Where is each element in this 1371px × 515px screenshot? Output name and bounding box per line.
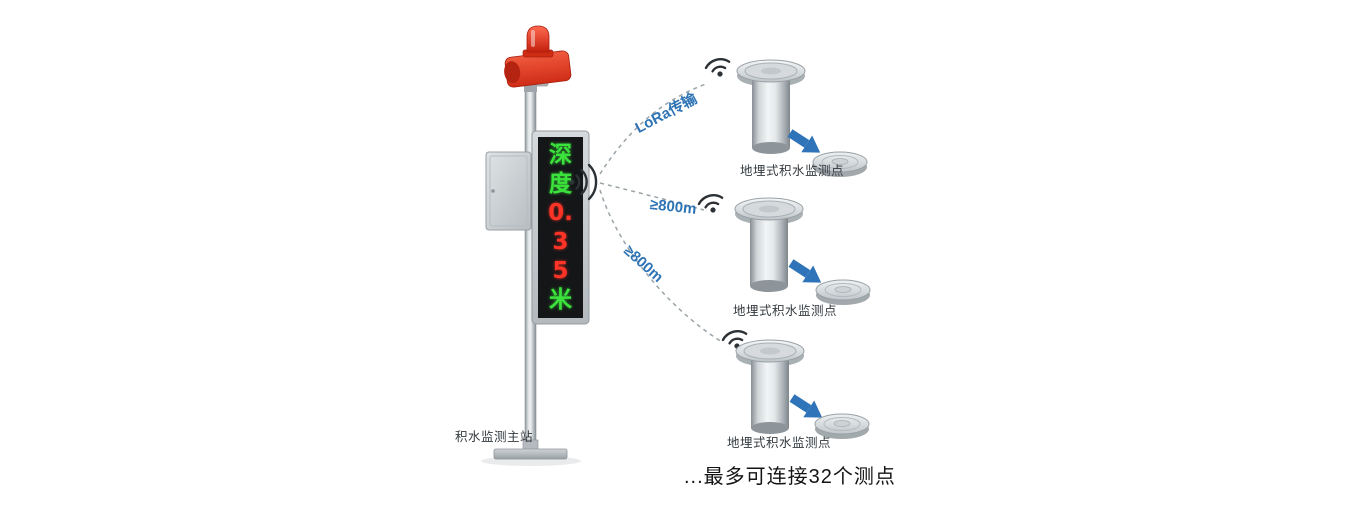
lora-link-curve-2 — [599, 182, 705, 211]
display-char-4: 3 — [552, 229, 569, 255]
lora-emitter-icon — [568, 163, 598, 201]
display-char-6: 米 — [549, 287, 572, 313]
sensor-2-label: 地埋式积水监测点 — [733, 304, 838, 318]
display-char-2: 度 — [549, 171, 572, 197]
sensor-2-wifi-icon — [696, 191, 727, 217]
lora-link-curve-1 — [599, 83, 707, 175]
beacon-highlight — [531, 30, 535, 47]
station-pole — [493, 81, 568, 460]
buried-sensor-3 — [735, 339, 805, 435]
display-char-1: 深 — [549, 142, 572, 168]
footer-note: ...最多可连接32个测点 — [684, 466, 896, 488]
display-char-5: 5 — [552, 258, 569, 284]
display-screen — [538, 137, 583, 318]
buried-sensor-2 — [734, 197, 804, 293]
beacon-dome — [526, 25, 550, 53]
control-box — [485, 151, 532, 231]
sensor-3-label: 地埋式积水监测点 — [727, 436, 832, 450]
led-display-panel — [531, 130, 590, 325]
sensor-1-wifi-icon — [703, 55, 734, 81]
display-char-3: 0. — [548, 200, 573, 226]
sensor-1-label: 地埋式积水监测点 — [740, 164, 845, 178]
beacon-mount — [524, 84, 537, 92]
alarm-beacon — [504, 25, 572, 92]
main-station-label: 积水监测主站 — [455, 430, 534, 444]
pole-base-plate — [493, 448, 568, 460]
lora-link-curves — [599, 83, 723, 343]
